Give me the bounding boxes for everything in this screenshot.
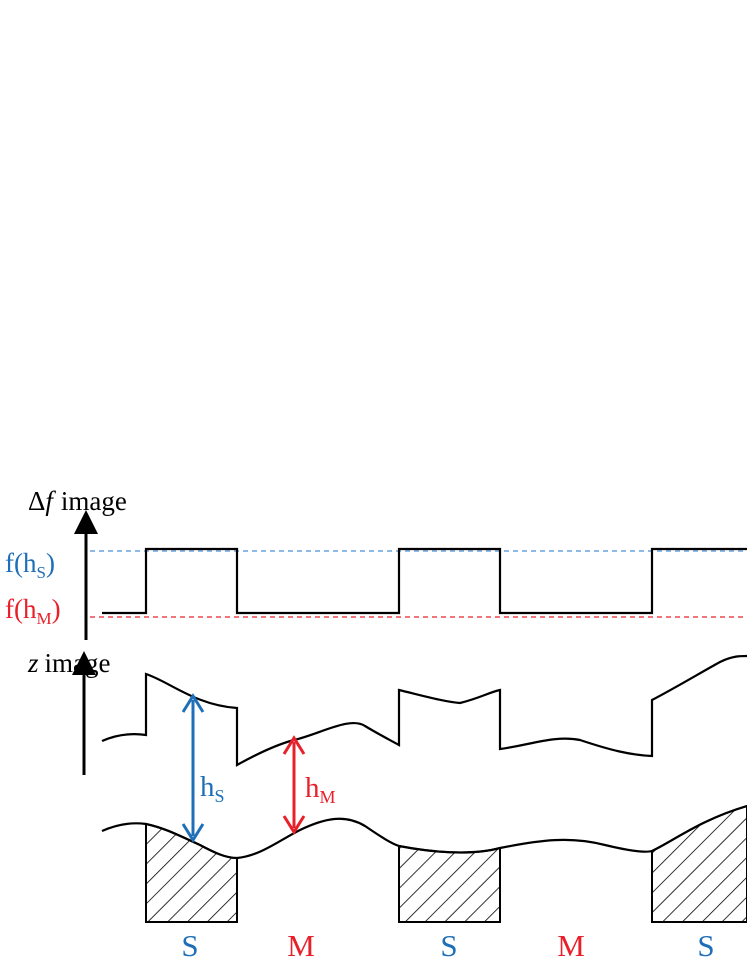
delta-f-signal-line: [102, 547, 747, 615]
topography-profile-line: [101, 654, 747, 767]
hatched-region-s-2: [398, 844, 501, 923]
height-m-label: hM: [305, 772, 336, 807]
height-s-arrowhead-bottom: [181, 823, 205, 843]
hatched-region-s-3: [651, 804, 747, 923]
z-label-suffix: image: [45, 648, 111, 678]
region-label-m-2: M: [557, 928, 585, 963]
level-hs-label: f(hS): [5, 548, 55, 582]
region-label-s-2: S: [440, 928, 457, 963]
z-symbol: z: [27, 648, 39, 678]
delta-f-label-suffix: image: [61, 486, 127, 516]
surface-profile-line: [101, 804, 747, 860]
height-m-arrowhead-top: [282, 735, 306, 755]
level-hm-label: f(hM): [5, 594, 61, 628]
height-s-arrowhead-top: [181, 693, 205, 713]
region-label-s-3: S: [697, 928, 714, 963]
region-label-s-1: S: [181, 928, 198, 963]
delta-symbol: Δ: [28, 486, 45, 516]
f-symbol: f: [45, 486, 56, 516]
region-label-m-1: M: [287, 928, 315, 963]
height-m-arrowhead-bottom: [282, 815, 306, 835]
height-s-label: hS: [200, 771, 225, 806]
